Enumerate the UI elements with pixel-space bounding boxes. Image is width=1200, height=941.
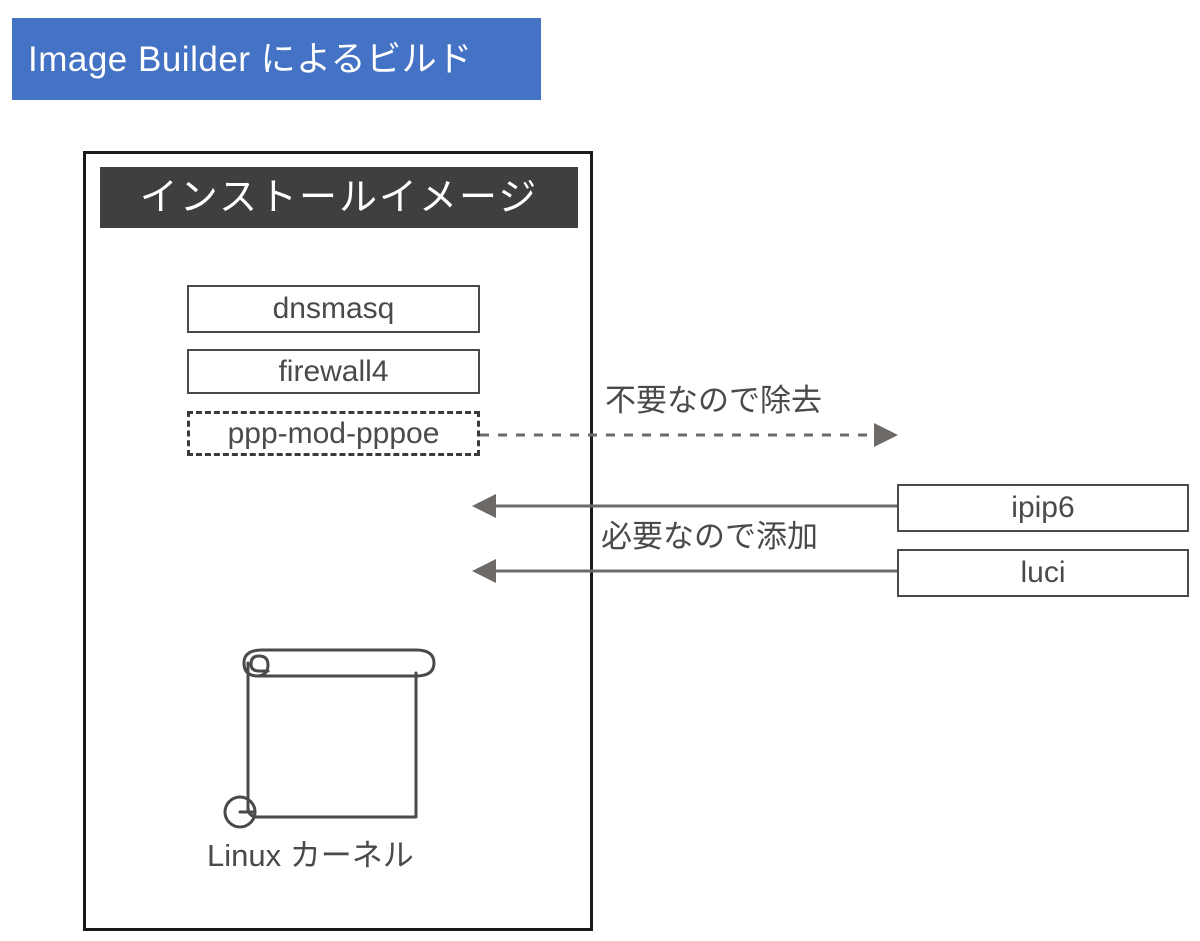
package-box-firewall4: firewall4 bbox=[187, 349, 480, 394]
package-box-dnsmasq: dnsmasq bbox=[187, 285, 480, 333]
install-image-header-label: インストールイメージ bbox=[139, 176, 539, 219]
install-image-header: インストールイメージ bbox=[100, 167, 578, 228]
title-banner: Image Builder によるビルド bbox=[12, 18, 541, 100]
addon-package-label-ipip6: ipip6 bbox=[1011, 491, 1075, 524]
page-title: Image Builder によるビルド bbox=[28, 39, 473, 79]
annotation-label-remove: 不要なので除去 bbox=[605, 383, 822, 418]
annotation-label-add: 必要なので添加 bbox=[601, 519, 818, 554]
addon-package-box-luci: luci bbox=[897, 549, 1189, 597]
package-label-ppp-mod-pppoe: ppp-mod-pppoe bbox=[227, 416, 440, 450]
package-box-ppp-mod-pppoe: ppp-mod-pppoe bbox=[187, 411, 480, 456]
addon-package-box-ipip6: ipip6 bbox=[897, 484, 1189, 532]
addon-package-label-luci: luci bbox=[1020, 556, 1066, 589]
package-label-dnsmasq: dnsmasq bbox=[272, 292, 395, 325]
scroll-icon bbox=[223, 648, 436, 829]
package-label-firewall4: firewall4 bbox=[278, 354, 389, 388]
arrow-remove-head bbox=[874, 423, 898, 447]
install-image-container bbox=[83, 151, 593, 931]
kernel-label: Linux カーネル bbox=[207, 838, 414, 873]
